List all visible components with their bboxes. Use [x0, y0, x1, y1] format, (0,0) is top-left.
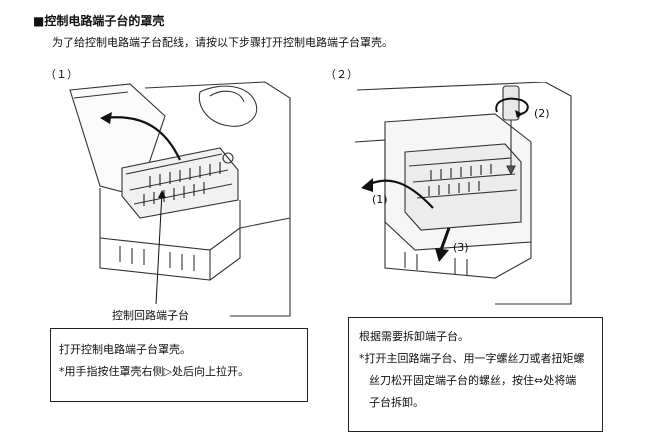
step2-box-line4: 子台拆卸。: [369, 396, 424, 409]
step2-label-3: (3): [453, 241, 469, 254]
step2-label-2: (2): [534, 107, 550, 120]
step2-box-line3: 丝刀松开固定端子台的螺丝，按住⇔处将端: [369, 374, 577, 387]
step2-illustration: [354, 82, 572, 305]
step1-box-line1: 打开控制电路端子台罩壳。: [59, 343, 191, 356]
step1-box-line2: *用手指按住罩壳右侧▷处后向上拉开。: [59, 365, 249, 378]
intro-text: 为了给控制电路端子台配线，请按以下步骤打开控制电路端子台罩壳。: [52, 36, 393, 49]
step2-box-line2: *打开主回路端子台、用一字螺丝刀或者扭矩螺: [359, 352, 585, 365]
step2-box-line1: 根据需要拆卸端子台。: [359, 330, 469, 343]
step1-illustration: [69, 81, 291, 317]
step2-number: （２）: [325, 68, 358, 81]
step2-label-1: (1): [372, 193, 388, 206]
step1-number: （１）: [45, 68, 78, 81]
step2-instruction-box: 根据需要拆卸端子台。 *打开主回路端子台、用一字螺丝刀或者扭矩螺 丝刀松开固定端…: [348, 317, 603, 432]
section-title: ■控制电路端子台的罩壳: [33, 14, 165, 28]
step1-callout: 控制回路端子台: [112, 309, 189, 322]
step1-instruction-box: 打开控制电路端子台罩壳。 *用手指按住罩壳右侧▷处后向上拉开。: [50, 328, 308, 402]
